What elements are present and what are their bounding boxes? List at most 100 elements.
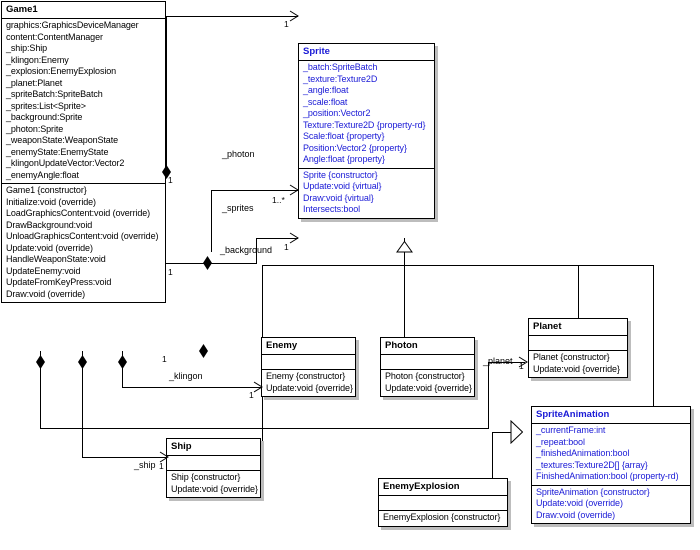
operation-row: Intersects:bool [303, 204, 361, 214]
class-title-spriteanimation: SpriteAnimation [532, 407, 690, 424]
edge-planet-vertical-left [40, 351, 41, 428]
edge-label-planet: _planet [483, 356, 513, 366]
edge-generalization-planet [578, 265, 579, 318]
class-operations-planet: Planet {constructor} Update:void {overri… [529, 351, 627, 377]
class-title-enemy: Enemy [262, 338, 355, 355]
edge-background-vertical [256, 238, 257, 264]
attribute-row: _currentFrame:int [536, 425, 606, 435]
operation-row: Initialize:void (override) [6, 196, 96, 207]
attribute-row: _finishedAnimation:bool [536, 448, 630, 458]
mult-photon-source: 1 [168, 175, 173, 185]
edge-klingon-horizontal [122, 387, 261, 388]
class-box-spriteanimation[interactable]: SpriteAnimation _currentFrame:int _repea… [531, 406, 691, 524]
aggregation-diamond-klingon-low [118, 355, 127, 369]
attribute-row: _planet:Planet [6, 77, 63, 88]
edge-ship-vertical [82, 351, 83, 457]
edge-generalization-spriteanim-vertical [653, 265, 654, 407]
class-attributes-spriteanimation: _currentFrame:int _repeat:bool _finished… [532, 424, 690, 486]
edge-ship-horizontal [82, 457, 166, 458]
edge-label-photon: _photon [222, 149, 255, 159]
attribute-row: _spriteBatch:SpriteBatch [6, 89, 103, 99]
class-attributes-photon [381, 355, 474, 370]
attribute-row: _enemyState:EnemyState [6, 146, 109, 157]
class-operations-sprite: Sprite {constructor} Update:void {virtua… [299, 169, 434, 218]
generalization-triangle-sprite [396, 241, 413, 253]
class-box-ship[interactable]: Ship Ship {constructor} Update:void {ove… [166, 438, 261, 498]
class-attributes-game1: graphics:GraphicsDeviceManager content:C… [2, 19, 165, 184]
edge-generalization-enemy [262, 265, 263, 337]
class-operations-ship: Ship {constructor} Update:void {override… [167, 471, 260, 497]
class-attributes-enemyexplosion [379, 496, 507, 511]
edge-generalization-bus [262, 265, 654, 266]
class-operations-game1: Game1 {constructor} Initialize:void (ove… [2, 184, 165, 302]
class-box-sprite[interactable]: Sprite _batch:SpriteBatch _texture:Textu… [298, 43, 435, 219]
operation-row: Ship {constructor} [171, 472, 241, 482]
edge-label-sprites: _sprites [222, 203, 254, 213]
arrowhead-planet [518, 356, 528, 368]
attribute-row: Texture:Texture2D {property-rd} [303, 119, 426, 130]
operation-row: UnloadGraphicsContent:void (override) [6, 231, 159, 241]
mult-ship-target: 1 [159, 461, 164, 471]
edge-label-ship: _ship [134, 460, 156, 470]
edge-label-background: _background [220, 245, 273, 255]
attribute-row: Angle:float {property} [303, 154, 385, 164]
class-operations-enemyexplosion: EnemyExplosion {constructor} [379, 511, 507, 526]
class-title-sprite: Sprite [299, 44, 434, 61]
mult-klingon-source: 1 [162, 354, 167, 364]
class-box-game1[interactable]: Game1 graphics:GraphicsDeviceManager con… [1, 1, 166, 303]
mult-sprites-source: 1 [168, 267, 173, 277]
operation-row: Enemy {constructor} [266, 371, 346, 381]
aggregation-diamond-planet [36, 355, 45, 369]
generalization-triangle-spriteanimation [510, 420, 523, 444]
class-box-enemyexplosion[interactable]: EnemyExplosion EnemyExplosion {construct… [378, 478, 508, 527]
mult-background-target: 1 [284, 242, 289, 252]
mult-planet-target: 1 [519, 361, 524, 371]
aggregation-diamond-photon [162, 165, 171, 179]
edge-label-klingon: _klingon [169, 371, 203, 381]
arrowhead-background [289, 232, 299, 244]
attribute-row: _background:Sprite [6, 112, 83, 122]
attribute-row: _sprites:List<Sprite> [6, 100, 86, 111]
attribute-row: _scale:float [303, 96, 348, 107]
arrowhead-klingon [253, 381, 263, 393]
mult-sprites-target: 1..* [272, 195, 285, 205]
attribute-row: _photon:Sprite [6, 123, 64, 134]
operation-row: Update:void {override} [266, 382, 353, 393]
attribute-row: _repeat:bool [536, 436, 585, 447]
operation-row: Draw:void (override) [536, 509, 616, 520]
edge-background-from-game1 [166, 263, 211, 264]
arrowhead-ship [159, 451, 169, 463]
class-operations-photon: Photon {constructor} Update:void {overri… [381, 370, 474, 396]
operation-row: Planet {constructor} [533, 352, 610, 362]
attribute-row: _texture:Texture2D [303, 73, 378, 84]
operation-row: Draw:void (override) [6, 288, 86, 299]
operation-row: LoadGraphicsContent:void (override) [6, 208, 151, 218]
edge-sprites-top [211, 190, 298, 191]
class-box-photon[interactable]: Photon Photon {constructor} Update:void … [380, 337, 475, 397]
class-box-planet[interactable]: Planet Planet {constructor} Update:void … [528, 318, 628, 378]
aggregation-diamond-klingon [199, 344, 208, 358]
class-box-enemy[interactable]: Enemy Enemy {constructor} Update:void {o… [261, 337, 356, 397]
operation-row: Update:void (override) [536, 498, 623, 508]
aggregation-diamond-ship [78, 355, 87, 369]
attribute-row: _explosion:EnemyExplosion [6, 66, 117, 76]
operation-row: Sprite {constructor} [303, 169, 378, 180]
operation-row: Draw:void {virtual} [303, 192, 374, 203]
edge-background-top [256, 238, 298, 239]
edge-explosion-horizontal [492, 432, 522, 433]
class-attributes-sprite: _batch:SpriteBatch _texture:Texture2D _a… [299, 61, 434, 169]
attribute-row: _textures:Texture2D[] {array} [536, 459, 648, 470]
edge-planet-horizontal [40, 428, 488, 429]
edge-photon-vertical [166, 16, 167, 174]
edge-klingon-vertical [122, 351, 123, 387]
operation-row: Update:void {override} [533, 363, 620, 374]
class-operations-spriteanimation: SpriteAnimation {constructor} Update:voi… [532, 486, 690, 524]
attribute-row: Position:Vector2 {property} [303, 142, 407, 153]
operation-row: SpriteAnimation {constructor} [536, 486, 650, 497]
operation-row: Update:void {override} [171, 483, 258, 494]
edge-generalization-photon [404, 265, 405, 337]
edge-photon-top [166, 16, 298, 17]
operation-row: DrawBackground:void [6, 219, 93, 230]
aggregation-diamond-background [203, 256, 212, 270]
